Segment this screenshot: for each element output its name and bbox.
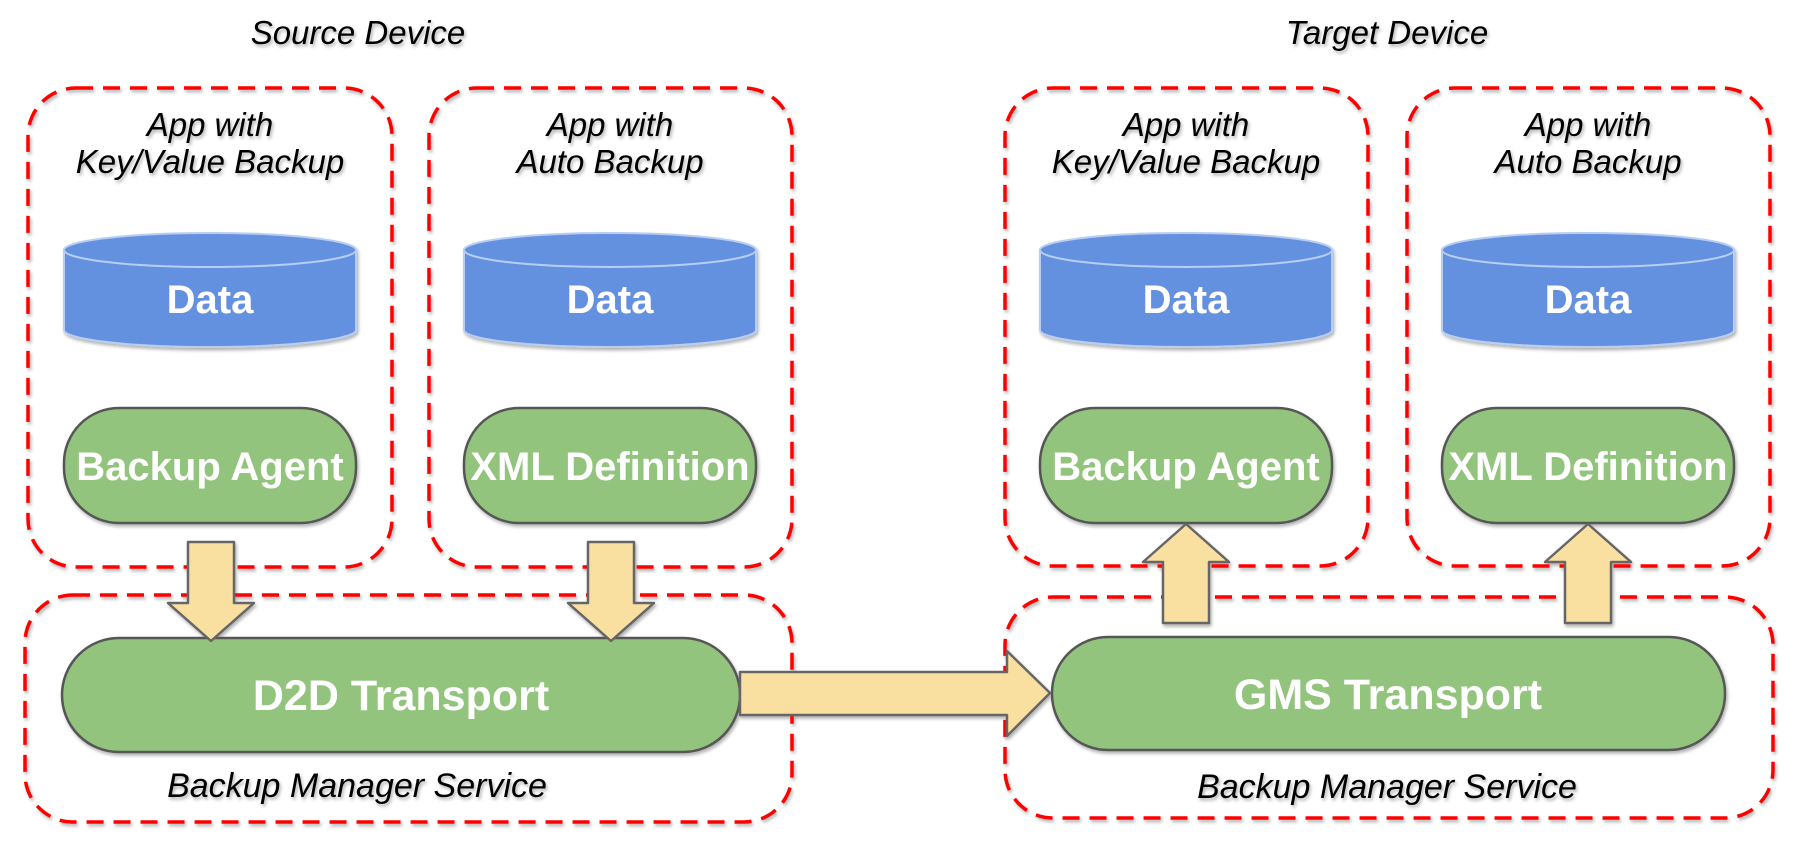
data-label: Data	[1143, 278, 1230, 322]
source-app-auto-title-line2: Auto Backup	[514, 143, 703, 180]
source-app-auto-title-line1: App with	[545, 106, 674, 143]
data-cylinder	[1441, 232, 1735, 348]
xml-definition-label: XML Definition	[470, 445, 749, 489]
source-device-title: Source Device	[251, 14, 466, 51]
d2d-transport-label: D2D Transport	[253, 672, 549, 720]
data-label: Data	[167, 278, 254, 322]
source-backup-manager-label: Backup Manager Service	[167, 767, 547, 805]
xml-definition-pill	[462, 406, 758, 525]
backup-agent-pill	[62, 406, 358, 525]
source-app-keyvalue-title-line2: Key/Value Backup	[76, 143, 344, 180]
backup-agent-label: Backup Agent	[1052, 445, 1319, 489]
down-arrow-xml-definition	[566, 540, 656, 643]
data-cylinder	[1039, 232, 1333, 348]
target-app-auto-title-line1: App with	[1523, 106, 1652, 143]
data-cylinder	[63, 232, 357, 348]
target-app-keyvalue-title-line1: App with	[1121, 106, 1250, 143]
target-backup-manager-label: Backup Manager Service	[1197, 768, 1577, 806]
target-app-auto-title-line2: Auto Backup	[1492, 143, 1681, 180]
data-label: Data	[1545, 278, 1632, 322]
target-app-keyvalue-title-line2: Key/Value Backup	[1052, 143, 1320, 180]
data-label: Data	[567, 278, 654, 322]
transport-flow-arrow	[738, 649, 1052, 738]
backup-agent-label: Backup Agent	[76, 445, 343, 489]
down-arrow-backup-agent	[166, 540, 256, 643]
gms-transport-pill	[1050, 635, 1727, 752]
data-cylinder	[463, 232, 757, 348]
gms-transport-label: GMS Transport	[1234, 671, 1542, 719]
source-app-keyvalue-boundary	[26, 86, 394, 569]
up-arrow-backup-agent	[1141, 522, 1231, 625]
up-arrow-xml-definition	[1543, 522, 1633, 625]
source-app-keyvalue-title-line1: App with	[145, 106, 274, 143]
target-device-title: Target Device	[1286, 14, 1488, 51]
xml-definition-label: XML Definition	[1448, 445, 1727, 489]
